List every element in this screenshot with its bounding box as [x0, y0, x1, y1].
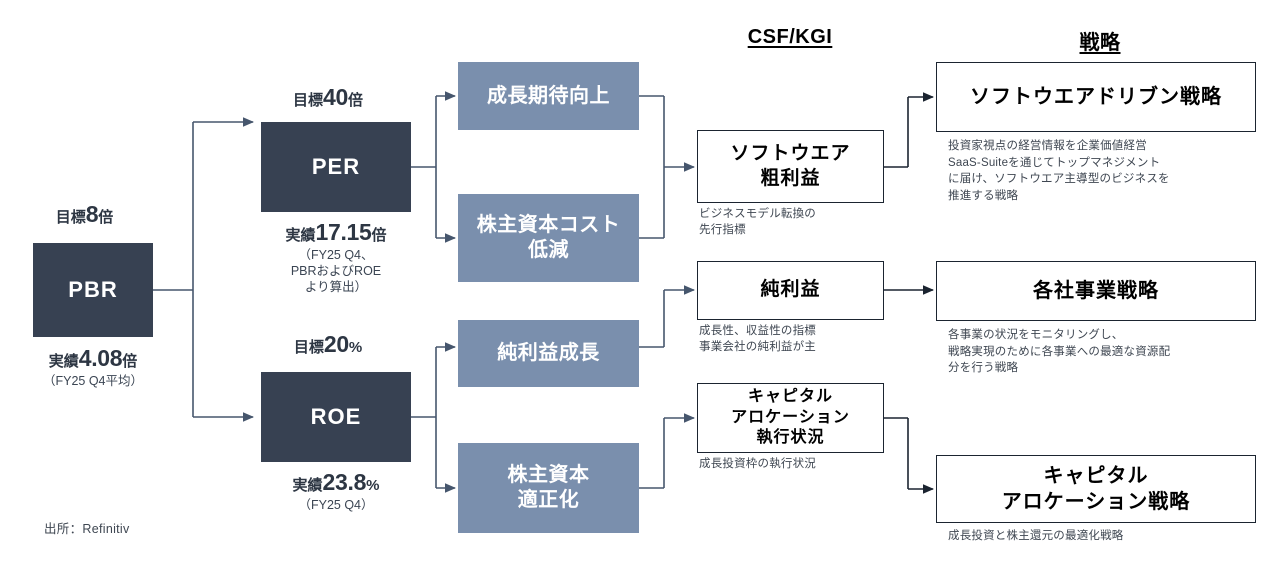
csf-box-equity-cost-reduction[interactable]: 株主資本コスト 低減	[458, 194, 639, 282]
roe-target-unit: %	[348, 339, 363, 356]
strategy-note-software-driven: 投資家視点の経営情報を企業価値経営 SaaS-Suiteを通じてトップマネジメン…	[948, 140, 1170, 203]
per-target-value: 40	[323, 84, 348, 110]
kgi-box-software-gross-profit[interactable]: ソフトウエア 粗利益	[697, 130, 884, 203]
kpi-box-pbr[interactable]: PBR	[33, 243, 153, 337]
roe-actual-label: 実績	[292, 477, 323, 494]
roe-actual-value: 23.8	[322, 469, 367, 495]
per-actual-unit: 倍	[371, 227, 387, 244]
roe-target-label: 目標	[293, 339, 324, 356]
kgi-box-capital-allocation-status[interactable]: キャピタル アロケーション 執行状況	[697, 383, 884, 453]
kpi-box-per-label: PER	[311, 154, 361, 179]
kgi-note-net-income: 成長性、収益性の指標 事業会社の純利益が主	[699, 325, 816, 353]
pbr-target-caption: 目標8倍	[16, 200, 153, 229]
per-target-label: 目標	[292, 92, 323, 109]
kgi-note-capital-allocation-status: 成長投資枠の執行状況	[699, 458, 816, 470]
per-actual-caption: 実績17.15倍 （FY25 Q4、 PBRおよびROE より算出）	[241, 218, 431, 296]
roe-target-value: 20	[323, 331, 349, 357]
roe-actual-caption: 実績23.8% （FY25 Q4）	[241, 468, 431, 513]
column-header-csf-kgi: CSF/KGI	[747, 26, 833, 48]
per-actual-note: （FY25 Q4、 PBRおよびROE より算出）	[290, 247, 382, 295]
roe-target-caption: 目標20%	[245, 330, 411, 359]
pbr-actual-value: 4.08	[78, 345, 123, 371]
strategy-note-capital-allocation: 成長投資と株主還元の最適化戦略	[948, 530, 1124, 542]
kpi-box-per[interactable]: PER	[261, 122, 411, 212]
pbr-actual-note: （FY25 Q4平均）	[42, 373, 144, 388]
kpi-box-pbr-label: PBR	[68, 277, 118, 302]
pbr-target-unit: 倍	[98, 209, 114, 226]
strategy-box-capital-allocation[interactable]: キャピタル アロケーション戦略	[936, 455, 1256, 523]
per-actual-label: 実績	[285, 227, 316, 244]
kpi-box-roe-label: ROE	[310, 404, 362, 429]
pbr-target-label: 目標	[55, 209, 86, 226]
roe-actual-unit: %	[366, 477, 380, 494]
kpi-box-roe[interactable]: ROE	[261, 372, 411, 462]
source-note: 出所：Refinitiv	[44, 522, 130, 536]
pbr-actual-unit: 倍	[122, 353, 138, 370]
pbr-target-value: 8	[85, 201, 99, 227]
pbr-actual-caption: 実績4.08倍 （FY25 Q4平均）	[8, 344, 178, 389]
strategy-box-business-unit[interactable]: 各社事業戦略	[936, 261, 1256, 321]
kgi-box-net-income[interactable]: 純利益	[697, 261, 884, 320]
csf-box-net-income-growth[interactable]: 純利益成長	[458, 320, 639, 387]
column-header-strategy: 戦略	[1079, 32, 1121, 54]
kgi-note-software-gross-profit: ビジネスモデル転換の 先行指標	[699, 208, 816, 236]
csf-box-equity-optimization[interactable]: 株主資本 適正化	[458, 443, 639, 533]
strategy-box-software-driven[interactable]: ソフトウエアドリブン戦略	[936, 62, 1256, 132]
per-actual-value: 17.15	[315, 219, 372, 245]
strategy-note-business-unit: 各事業の状況をモニタリングし、 戦略実現のために各事業への最適な資源配 分を行う…	[948, 329, 1171, 375]
per-target-unit: 倍	[347, 92, 363, 109]
csf-box-growth-expectation[interactable]: 成長期待向上	[458, 62, 639, 130]
per-target-caption: 目標40倍	[245, 83, 411, 112]
roe-actual-note: （FY25 Q4）	[298, 497, 374, 512]
pbr-actual-label: 実績	[48, 353, 79, 370]
